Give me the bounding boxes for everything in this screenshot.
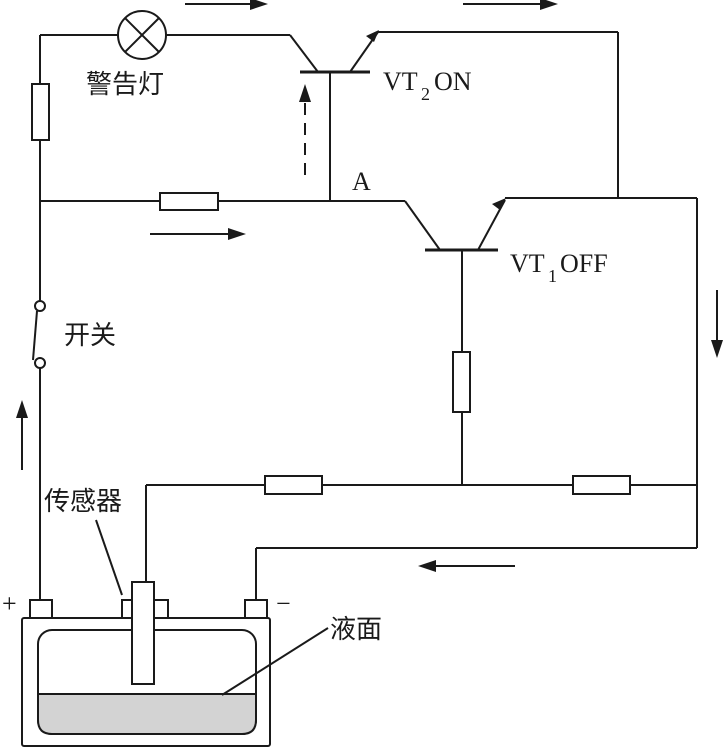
liquid-level-leader-line — [221, 627, 329, 696]
middle-branch-wires — [40, 200, 441, 251]
right-side-wires — [146, 198, 698, 600]
current-arrow-left-up — [16, 400, 28, 470]
current-arrow-top-right — [463, 0, 558, 10]
switch-label: 开关 — [64, 321, 116, 351]
svg-text:VT: VT — [510, 249, 545, 278]
minus-sign: − — [276, 589, 291, 618]
current-arrow-middle — [150, 228, 246, 240]
liquid-level-label: 液面 — [330, 615, 382, 645]
base-current-dashed-arrow — [299, 84, 311, 175]
sensor-probe — [131, 581, 155, 685]
vt2-label: VT 2 ON — [383, 67, 472, 104]
svg-text:1: 1 — [548, 266, 557, 286]
svg-text:ON: ON — [434, 67, 472, 96]
warning-lamp-label: 警告灯 — [86, 70, 164, 100]
svg-text:OFF: OFF — [560, 249, 608, 278]
warning-lamp-icon — [117, 10, 167, 60]
plus-sign: + — [2, 589, 17, 618]
liquid-fill — [37, 693, 257, 735]
plus-terminal — [29, 599, 53, 619]
current-arrow-right-down — [711, 290, 723, 358]
lamp-branch-wires — [39, 34, 319, 302]
minus-terminal — [244, 599, 268, 619]
svg-text:VT: VT — [383, 67, 418, 96]
transistor-vt2 — [300, 30, 619, 201]
sensor-leader-line — [95, 519, 123, 596]
current-arrow-top-left — [185, 0, 268, 10]
collector-divider-resistor — [572, 475, 631, 495]
svg-text:2: 2 — [421, 84, 430, 104]
vt1-label: VT 1 OFF — [510, 249, 608, 286]
battery-tank — [21, 581, 271, 747]
sensor-divider-resistor — [264, 475, 323, 495]
sensor-label: 传感器 — [44, 487, 122, 517]
node-a-label: A — [352, 167, 371, 196]
switch-icon — [32, 300, 46, 600]
current-arrow-bottom-left — [418, 560, 515, 572]
vt1-base-resistor — [452, 351, 471, 413]
lamp-series-resistor — [31, 83, 50, 141]
base-resistor — [159, 192, 219, 211]
transistor-vt1 — [425, 197, 697, 485]
